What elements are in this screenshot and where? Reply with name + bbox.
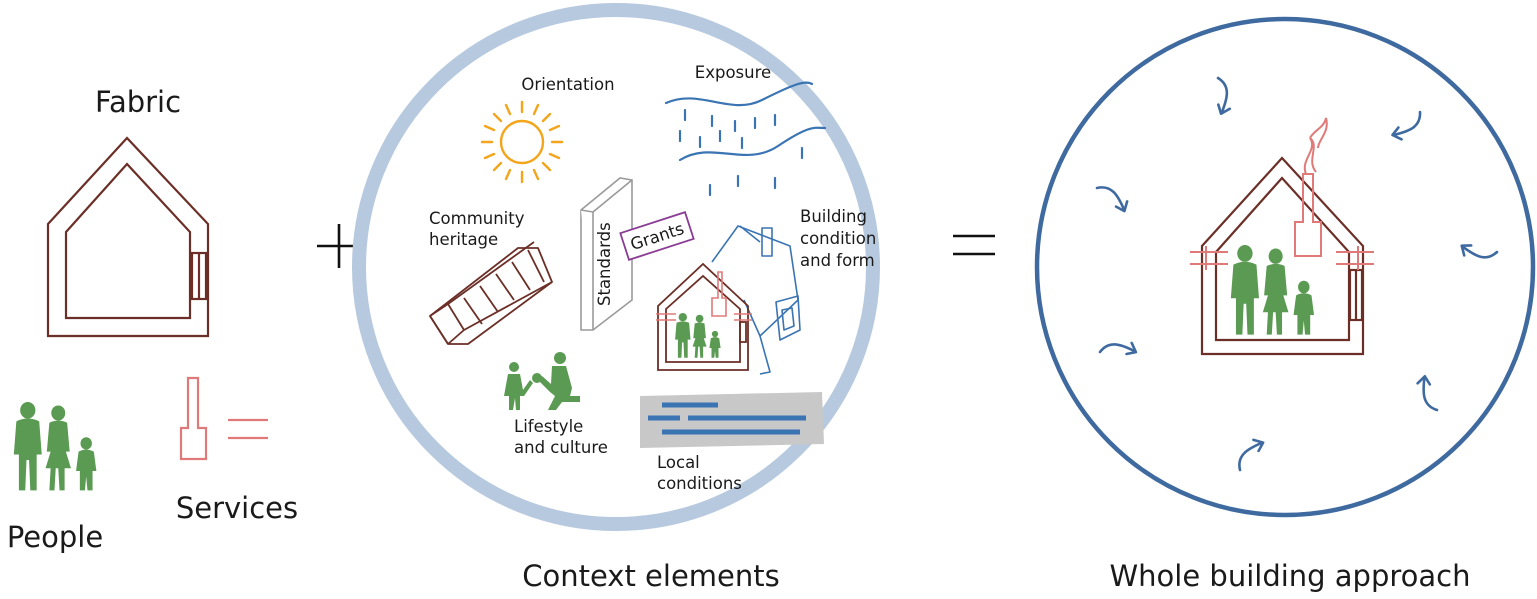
whole-building-ring <box>1034 16 1536 518</box>
rain-icon <box>664 81 827 197</box>
greenhouse-icon <box>429 241 553 345</box>
orientation-label: Orientation <box>521 75 614 94</box>
ground-layers-icon <box>640 392 824 448</box>
equals-sign <box>953 234 995 256</box>
inner-services-icon <box>656 271 752 321</box>
lifestyle-label-line2: and culture <box>514 438 608 457</box>
services-label: Services <box>176 491 298 525</box>
sun-icon <box>480 100 564 184</box>
chimney-icon <box>179 376 268 461</box>
building-label-line1: Building <box>800 207 867 226</box>
lifestyle-figures-icon <box>504 352 580 410</box>
building-label-line3: and form <box>800 251 875 270</box>
community-label-line1: Community <box>429 209 525 228</box>
house-icon <box>46 136 210 338</box>
wind-arrow-icon <box>1092 75 1499 475</box>
lifestyle-label-line1: Lifestyle <box>514 417 583 436</box>
whole-house-icon <box>1200 156 1365 356</box>
whole-services-icon <box>1190 117 1374 270</box>
fabric-label: Fabric <box>95 85 181 119</box>
inner-people-icon <box>675 313 721 358</box>
inner-house-icon <box>657 262 749 371</box>
whole-building-label: Whole building approach <box>1110 559 1471 593</box>
book-icon <box>580 177 633 331</box>
local-label-line2: conditions <box>657 474 742 493</box>
building-label-line2: condition <box>800 229 876 248</box>
community-label-line2: heritage <box>429 230 498 249</box>
people-label: People <box>7 520 103 554</box>
people-icon <box>13 402 97 491</box>
context-ring <box>352 3 880 531</box>
home-icon <box>711 225 801 375</box>
context-elements-label: Context elements <box>522 559 780 593</box>
standards-label: Standards <box>595 222 614 306</box>
whole-people-icon <box>1230 245 1315 335</box>
exposure-label: Exposure <box>695 63 771 82</box>
local-label-line1: Local <box>657 453 700 472</box>
